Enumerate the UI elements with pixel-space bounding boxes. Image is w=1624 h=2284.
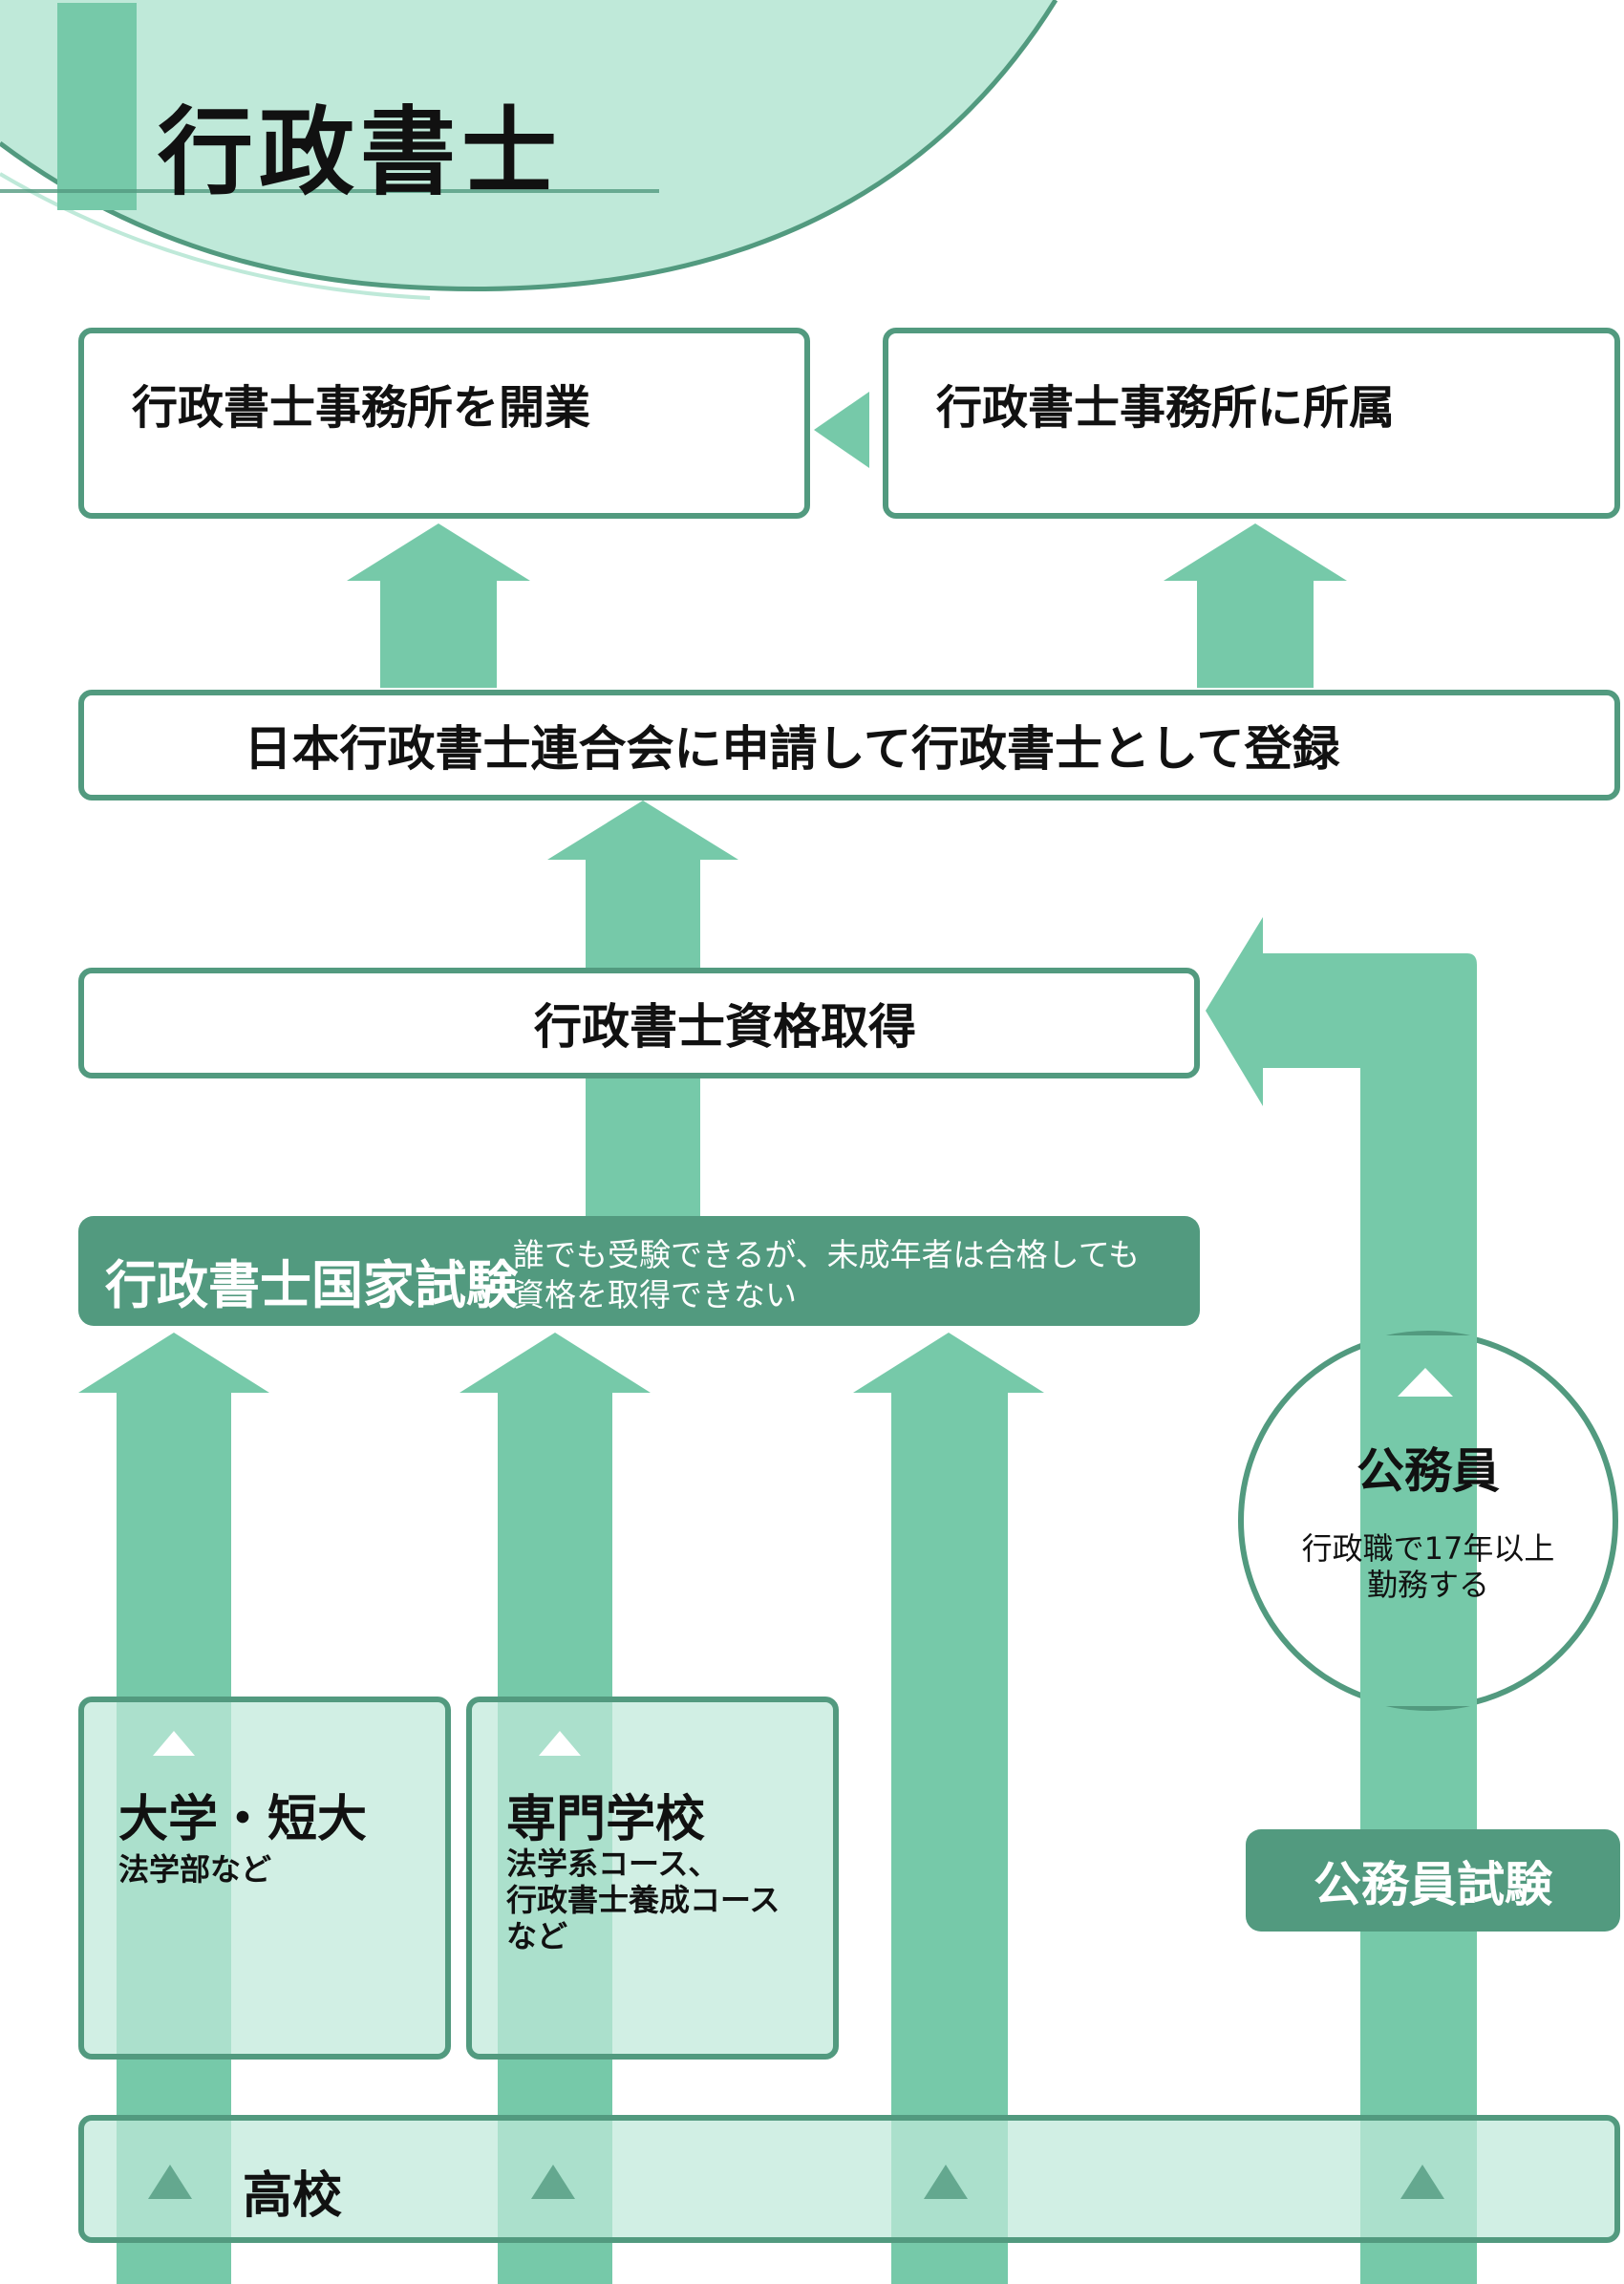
header-underline <box>0 189 659 193</box>
vocational-note-line1: 法学系コース、 <box>506 1846 719 1882</box>
vocational-note-line2: 行政書士養成コース <box>506 1882 780 1918</box>
join-office-box: 行政書士事務所に所属 <box>883 328 1620 519</box>
university-box: 大学・短大 法学部など <box>78 1697 451 2060</box>
register-label: 日本行政書士連合会に申請して行政書士として登録 <box>244 721 1340 777</box>
national-exam-note-line1: 誰でも受験できるが、未成年者は合格しても <box>513 1236 1141 1273</box>
qualification-label: 行政書士資格取得 <box>534 999 916 1055</box>
bar-direct-route <box>853 1333 1044 2284</box>
national-exam-bar: 行政書士国家試験 誰でも受験できるが、未成年者は合格しても 資格を取得できない <box>78 1216 1200 1326</box>
vocational-note: 法学系コース、 行政書士養成コース など <box>506 1846 780 1954</box>
header-decoration <box>0 0 1058 300</box>
open-office-label: 行政書士事務所を開業 <box>132 381 591 435</box>
vocational-box: 専門学校 法学系コース、 行政書士養成コース など <box>466 1697 839 2060</box>
vocational-title: 専門学校 <box>506 1791 706 1848</box>
arrow-up-to-open-office <box>347 523 530 688</box>
national-exam-note: 誰でも受験できるが、未成年者は合格しても 資格を取得できない <box>513 1235 1140 1315</box>
vocational-note-line3: など <box>506 1918 568 1954</box>
national-exam-title: 行政書士国家試験 <box>105 1255 518 1315</box>
arrow-up-to-join-office <box>1164 523 1347 688</box>
header-curve-line-light <box>0 172 431 300</box>
arrow-left-between-offices <box>814 392 869 468</box>
civil-exam-box: 公務員試験 <box>1246 1829 1620 1932</box>
high-school-label: 高校 <box>243 2167 343 2225</box>
vocational-up-triangle <box>539 1731 581 1756</box>
civil-servant-title: 公務員 <box>1357 1443 1500 1499</box>
register-box: 日本行政書士連合会に申請して行政書士として登録 <box>78 690 1620 800</box>
civil-servant-note-line1: 行政職で17年以上 <box>1301 1530 1555 1567</box>
civil-exam-label: 公務員試験 <box>1314 1856 1552 1912</box>
header-background-curve <box>0 0 1056 289</box>
civil-servant-text: 公務員 行政職で17年以上 勤務する <box>1242 1433 1614 1603</box>
qualification-box: 行政書士資格取得 <box>78 968 1200 1078</box>
university-note: 法学部など <box>118 1851 272 1888</box>
open-office-box: 行政書士事務所を開業 <box>78 328 810 519</box>
high-school-band: 高校 <box>78 2115 1620 2243</box>
civil-servant-note-line2: 勤務する <box>1366 1567 1489 1603</box>
arrow-civil-servant-to-qualification <box>1206 917 1477 2284</box>
header-accent-bar <box>57 3 137 210</box>
join-office-label: 行政書士事務所に所属 <box>936 381 1396 435</box>
national-exam-note-line2: 資格を取得できない <box>513 1276 797 1313</box>
university-title: 大学・短大 <box>118 1791 368 1848</box>
page-title: 行政書士 <box>158 96 563 208</box>
university-up-triangle <box>153 1731 195 1756</box>
header-curve-line <box>0 0 1058 291</box>
